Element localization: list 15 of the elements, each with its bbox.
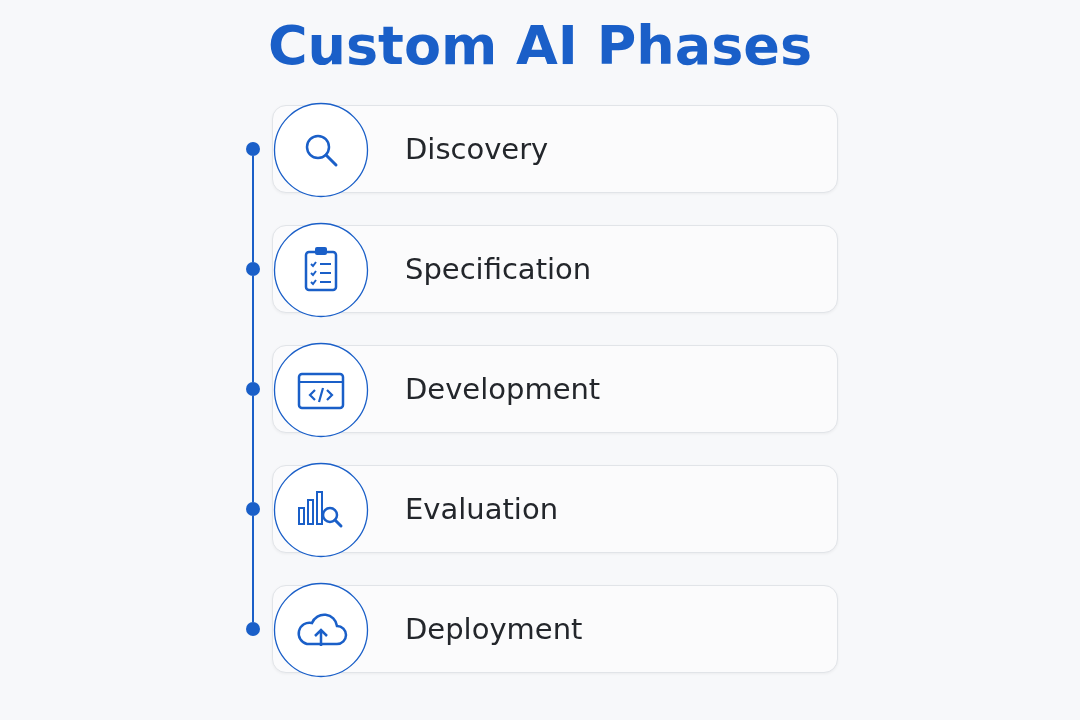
phase-label: Development: [405, 372, 601, 406]
timeline-dot: [246, 142, 260, 156]
timeline-line: [252, 155, 254, 263]
phase-label: Evaluation: [405, 492, 558, 526]
phase-label: Discovery: [405, 132, 549, 166]
timeline-dot: [246, 382, 260, 396]
phase-label: Specification: [405, 252, 592, 286]
timeline-dot: [246, 622, 260, 636]
timeline-line: [252, 515, 254, 623]
timeline-dot: [246, 262, 260, 276]
timeline-line: [252, 275, 254, 383]
timeline-line: [252, 395, 254, 503]
timeline-dot: [246, 502, 260, 516]
diagram-title: Custom AI Phases: [267, 14, 813, 77]
phase-label: Deployment: [405, 612, 583, 646]
